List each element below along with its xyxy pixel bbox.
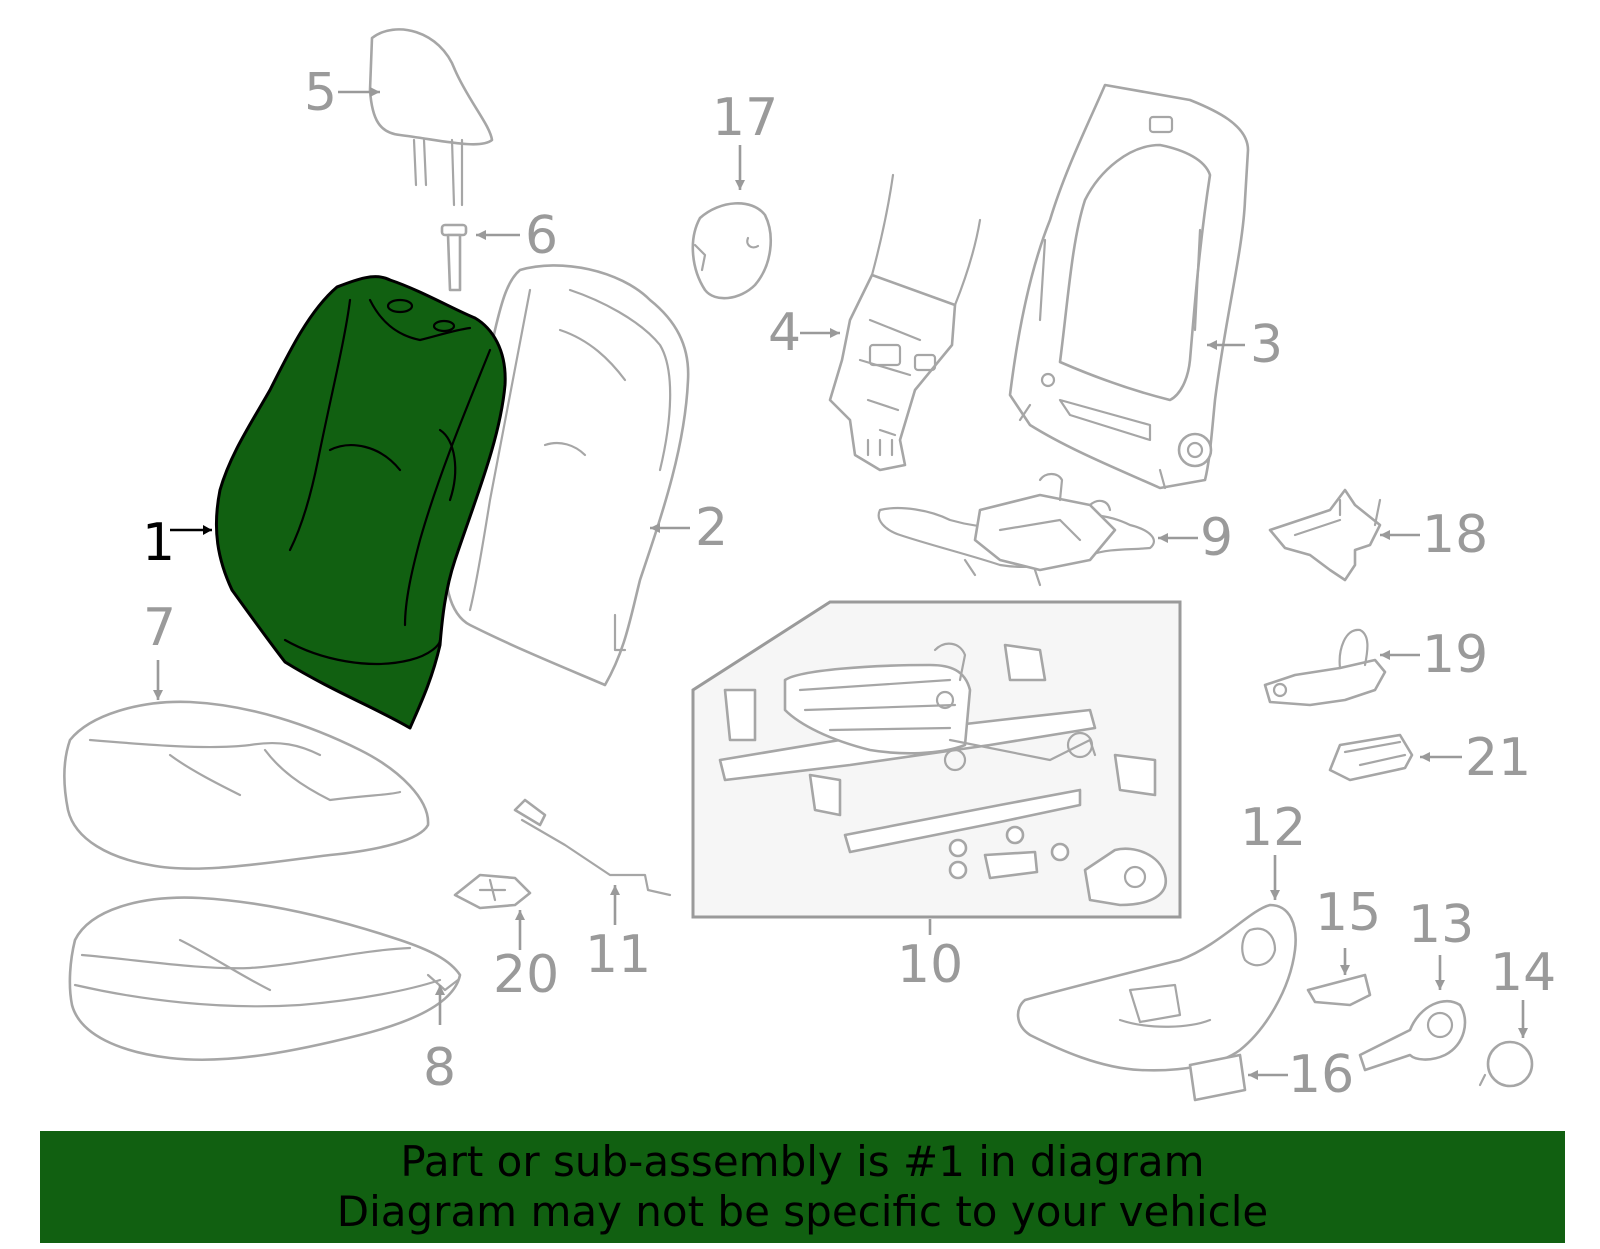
part-11-rod[interactable] [513, 798, 672, 897]
part-12-side-shield[interactable] [1016, 903, 1297, 1072]
part-17-cover[interactable] [691, 202, 772, 300]
part-5-headrest[interactable] [368, 28, 494, 207]
callout-7[interactable]: 7 [143, 598, 176, 658]
part-8-seat-cushion-pad[interactable] [68, 896, 462, 1062]
callout-19[interactable]: 19 [1422, 625, 1488, 685]
part-14-cap[interactable] [1478, 1040, 1534, 1088]
part-1-seatback-cushion[interactable] [214, 275, 507, 730]
part-13-lever[interactable] [1358, 999, 1467, 1072]
callout-21[interactable]: 21 [1465, 728, 1531, 788]
callout-4[interactable]: 4 [768, 303, 801, 363]
callout-2[interactable]: 2 [695, 498, 728, 558]
callout-10[interactable]: 10 [897, 935, 963, 995]
callout-9[interactable]: 9 [1200, 508, 1233, 568]
part-7-seat-cushion-cover[interactable] [63, 700, 430, 870]
callout-16[interactable]: 16 [1288, 1045, 1354, 1105]
part-19-bracket[interactable] [1263, 628, 1387, 707]
callout-3[interactable]: 3 [1250, 315, 1283, 375]
callout-labels: 1 2 3 4 5 6 7 8 9 10 11 12 13 14 15 16 1… [142, 63, 1556, 1105]
callout-15[interactable]: 15 [1315, 883, 1381, 943]
banner-line-1: Part or sub-assembly is #1 in diagram [400, 1137, 1205, 1186]
callout-11[interactable]: 11 [585, 925, 651, 985]
callout-14[interactable]: 14 [1490, 943, 1556, 1003]
info-banner: Part or sub-assembly is #1 in diagram Di… [40, 1131, 1565, 1243]
part-10-seat-track-inset[interactable] [691, 600, 1182, 919]
part-20-bracket[interactable] [453, 873, 532, 910]
part-16-clip[interactable] [1188, 1053, 1247, 1102]
part-18-bracket[interactable] [1268, 488, 1382, 582]
banner-line-2: Diagram may not be specific to your vehi… [336, 1187, 1269, 1236]
part-6-headrest-guide[interactable] [440, 223, 468, 292]
part-3-seatback-frame[interactable] [1008, 83, 1250, 490]
callout-18[interactable]: 18 [1422, 505, 1488, 565]
callout-5[interactable]: 5 [304, 63, 337, 123]
callout-17[interactable]: 17 [712, 88, 778, 148]
callout-8[interactable]: 8 [423, 1038, 456, 1098]
callout-20[interactable]: 20 [493, 945, 559, 1005]
callout-arrows [153, 87, 1528, 1080]
part-15-knob[interactable] [1306, 973, 1372, 1007]
part-4-bracket[interactable] [828, 173, 982, 472]
callout-6[interactable]: 6 [525, 206, 558, 266]
part-21-clip[interactable] [1328, 733, 1414, 782]
callout-13[interactable]: 13 [1408, 895, 1474, 955]
callout-1[interactable]: 1 [142, 513, 175, 573]
part-9-harness[interactable] [877, 472, 1155, 587]
callout-12[interactable]: 12 [1240, 798, 1306, 858]
